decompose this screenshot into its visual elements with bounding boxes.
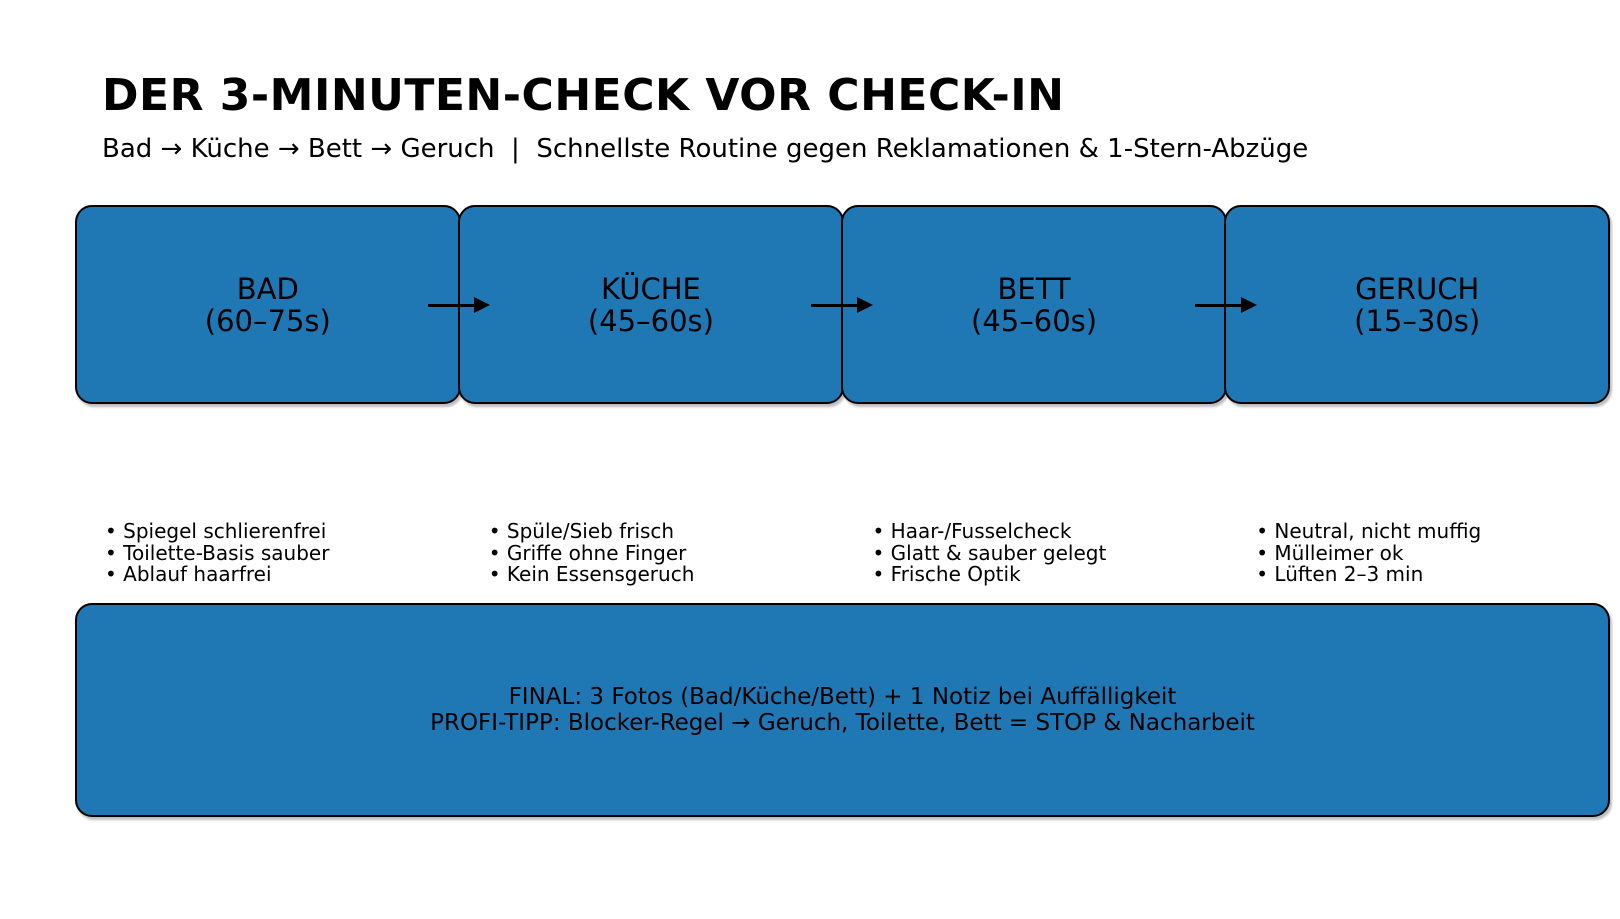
arrow-shaft bbox=[811, 303, 861, 307]
page-subtitle: Bad → Küche → Bett → Geruch | Schnellste… bbox=[102, 134, 1309, 164]
flow-row: BAD (60–75s) KÜCHE (45–60s) BETT (45–60s… bbox=[75, 205, 1610, 404]
checklist-item: • Neutral, nicht muffig bbox=[1256, 519, 1482, 543]
arrow-shaft bbox=[428, 303, 478, 307]
arrow-head bbox=[1241, 297, 1257, 313]
checklists-row: • Spiegel schlierenfrei • Toilette-Basis… bbox=[75, 519, 1610, 587]
checklist-geruch: • Neutral, nicht muffig • Mülleimer ok •… bbox=[1226, 519, 1610, 587]
final-note-box: FINAL: 3 Fotos (Bad/Küche/Bett) + 1 Noti… bbox=[75, 603, 1610, 817]
flow-arrow-icon bbox=[811, 297, 873, 313]
checklist-item: • Lüften 2–3 min bbox=[1256, 562, 1424, 587]
flow-step-kueche: KÜCHE (45–60s) bbox=[458, 205, 844, 404]
flow-arrow-icon bbox=[1195, 297, 1257, 313]
step-name: GERUCH bbox=[1355, 271, 1480, 306]
checklist-kueche: • Spüle/Sieb frisch • Griffe ohne Finger… bbox=[459, 519, 843, 587]
checklist-item: • Mülleimer ok bbox=[1256, 540, 1404, 565]
checklist-item: • Griffe ohne Finger bbox=[488, 540, 687, 565]
flow-step-geruch: GERUCH (15–30s) bbox=[1224, 205, 1610, 404]
final-note-line2: PROFI-TIPP: Blocker-Regel → Geruch, Toil… bbox=[430, 710, 1255, 736]
step-name: KÜCHE bbox=[601, 271, 701, 306]
step-duration: (45–60s) bbox=[971, 303, 1098, 338]
checklist-item: • Spüle/Sieb frisch bbox=[488, 519, 675, 543]
checklist-item: • Spiegel schlierenfrei bbox=[105, 519, 327, 543]
flow-step-bad: BAD (60–75s) bbox=[75, 205, 461, 404]
checklist-bett: • Haar-/Fusselcheck • Glatt & sauber gel… bbox=[843, 519, 1227, 587]
flow-arrow-icon bbox=[428, 297, 490, 313]
checklist-bad: • Spiegel schlierenfrei • Toilette-Basis… bbox=[75, 519, 459, 587]
arrow-head bbox=[474, 297, 490, 313]
step-duration: (15–30s) bbox=[1354, 303, 1481, 338]
step-name: BAD bbox=[236, 271, 299, 306]
final-note-line1: FINAL: 3 Fotos (Bad/Küche/Bett) + 1 Noti… bbox=[508, 683, 1177, 710]
step-duration: (60–75s) bbox=[204, 303, 331, 338]
arrow-shaft bbox=[1195, 303, 1245, 307]
step-duration: (45–60s) bbox=[587, 303, 714, 338]
arrow-head bbox=[857, 297, 873, 313]
checklist-item: • Kein Essensgeruch bbox=[488, 562, 695, 587]
checklist-item: • Glatt & sauber gelegt bbox=[872, 540, 1107, 565]
step-name: BETT bbox=[997, 271, 1071, 306]
checklist-item: • Haar-/Fusselcheck bbox=[872, 519, 1072, 543]
checklist-item: • Frische Optik bbox=[872, 562, 1021, 587]
checklist-item: • Ablauf haarfrei bbox=[105, 562, 272, 587]
page-title: DER 3-MINUTEN-CHECK VOR CHECK-IN bbox=[102, 70, 1065, 121]
checklist-item: • Toilette-Basis sauber bbox=[105, 540, 330, 565]
flow-step-bett: BETT (45–60s) bbox=[841, 205, 1227, 404]
